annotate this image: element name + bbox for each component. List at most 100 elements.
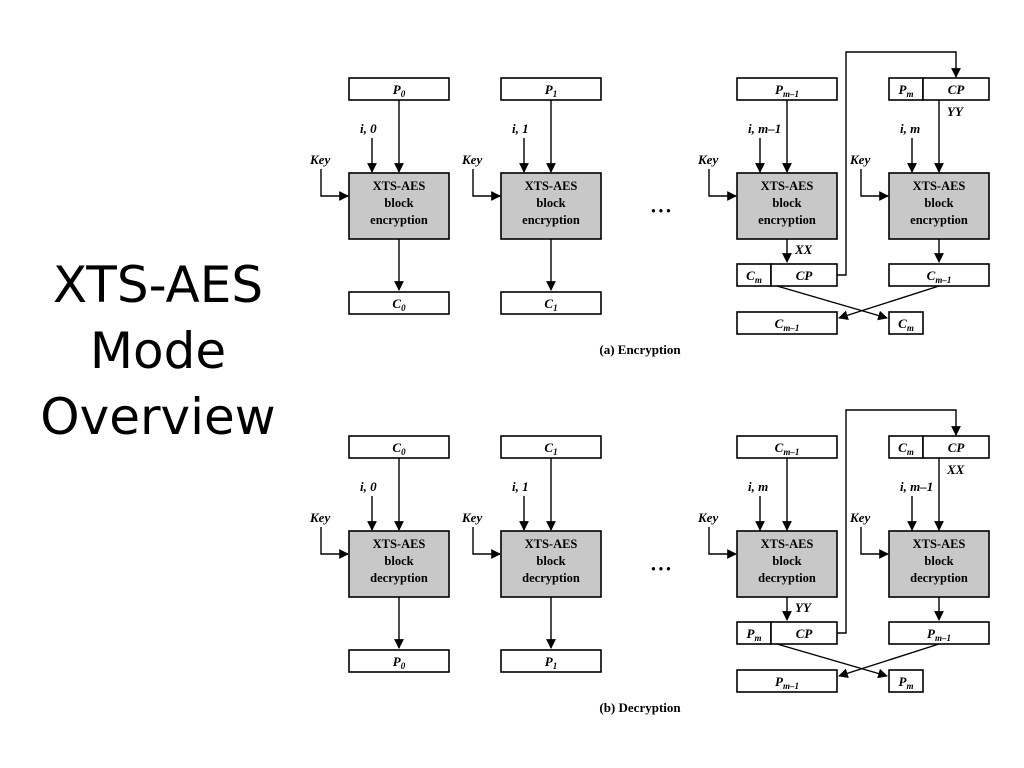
mid-split-left-label-base: C [746,268,755,283]
final-left-label: Pm–1 [775,674,799,691]
slide-title-line-1: XTS-AES [52,256,264,314]
final-right-box [888,669,924,693]
last-input-left-label-base: C [898,440,907,455]
block-op-0 [348,530,450,598]
block-op-1-line-1: block [536,554,565,568]
block-op-3-line-2: decryption [910,571,968,585]
output-label-1-base: P [545,654,554,669]
block-op-2-line-2: decryption [758,571,816,585]
tweak-label-2: i, m [748,479,768,494]
key-label-3: Key [849,510,870,525]
tweak-label-1: i, 1 [512,121,529,136]
last-output-label-subscript: m–1 [935,275,951,285]
ellipsis: • • • [651,204,670,218]
block-op-2-line-0: XTS-AES [761,537,814,551]
input-label-2-base: C [775,440,784,455]
tweak-label-3: i, m–1 [900,479,933,494]
decryption-section: XTS-AES block decryption Key i, 0 XTS-AES bloc… [309,409,990,715]
input-label-1: P1 [545,82,557,99]
tweak-label-2: i, m–1 [748,121,781,136]
final-left-label-subscript: m–1 [783,681,799,691]
key-label-2: Key [697,152,718,167]
mid-xor-label: XX [794,242,813,257]
last-output-label-base: C [927,268,936,283]
input-label-1-base: C [544,440,553,455]
mid-split-left-label: Pm [747,626,762,643]
key-label-1: Key [461,152,482,167]
block-op-0-line-0: XTS-AES [373,179,426,193]
mid-split-right-label: CP [796,268,814,283]
mid-split-left-label-subscript: m [755,275,762,285]
block-op-3-line-1: block [924,196,953,210]
key-arrow-3 [860,527,889,559]
output-label-0-base: C [392,296,401,311]
tweak-label-1-index: , 1 [515,121,529,136]
input-label-1-subscript: 1 [553,447,558,457]
last-input-left-label: Pm [899,82,914,99]
final-left-box [736,311,838,335]
tweak-label-0-i: i [360,479,364,494]
block-op-1 [500,172,602,240]
cp-feedback-arrow [837,51,961,276]
output-label-0: C0 [392,296,406,313]
tweak-label-0-index: , 0 [363,121,378,136]
tweak-label-3: i, m [900,121,920,136]
input-label-1-subscript: 1 [553,89,558,99]
block-op-0-line-1: block [384,554,413,568]
input-label-2: Pm–1 [775,82,799,99]
key-arrow-0 [320,169,349,201]
final-left-label: Cm–1 [775,316,800,333]
block-op-3 [888,530,990,598]
last-input-right-box [922,77,990,101]
key-arrow-0 [320,527,349,559]
encryption-section: XTS-AES block encryption Key i , 0 XTS-AES bloc… [309,51,990,357]
input-label-0-subscript: 0 [401,447,406,457]
tweak-label-0: i, 0 [360,479,377,494]
last-output-label-subscript: m–1 [935,633,951,643]
block-op-1-line-0: XTS-AES [525,179,578,193]
tweak-label-1: i, 1 [512,479,529,494]
top-xor-label: XX [946,462,965,477]
tweak-label-2-index: , m–1 [751,121,782,136]
block-op-1-line-2: encryption [522,213,580,227]
block-op-3-line-2: encryption [910,213,968,227]
input-label-0: P0 [393,82,406,99]
input-label-1: C1 [544,440,557,457]
swap-arrow-left [838,285,940,320]
key-arrow-3 [860,169,889,201]
block-op-1-line-2: decryption [522,571,580,585]
block-op-0-line-1: block [384,196,413,210]
block-op-3-line-0: XTS-AES [913,179,966,193]
cp-feedback-arrow [837,409,961,634]
key-arrow-2 [708,527,737,559]
block-op-1-line-0: XTS-AES [525,537,578,551]
output-label-1: C1 [544,296,557,313]
slide-title-line-3: Overview [40,388,276,446]
key-label-1: Key [461,510,482,525]
tweak-label-3-index: , m–1 [903,479,934,494]
key-label-3: Key [849,152,870,167]
block-op-2-line-1: block [772,554,801,568]
ellipsis: • • • [651,562,670,576]
block-op-0-line-2: decryption [370,571,428,585]
input-label-2-subscript: m–1 [783,447,799,457]
final-left-label-subscript: m–1 [783,323,799,333]
final-right-label-base: P [899,674,908,689]
input-label-0-base: P [393,82,402,97]
section-caption: (b) Decryption [599,700,681,715]
block-op-0 [348,172,450,240]
input-label-2: Cm–1 [775,440,800,457]
final-right-label: Pm [899,674,914,691]
output-label-0: P0 [393,654,406,671]
tweak-label-1-i: i [512,121,516,136]
last-input-right-label: CP [948,440,966,455]
mid-split-left-label-base: P [747,626,756,641]
input-label-2-base: P [775,82,784,97]
output-label-1-subscript: 1 [553,661,558,671]
key-label-0: Key [309,510,330,525]
final-right-label-subscript: m [907,323,914,333]
key-arrow-1 [472,169,501,201]
tweak-label-0-index: , 0 [363,479,378,494]
output-box-0 [348,649,450,673]
final-left-label-base: P [775,674,784,689]
